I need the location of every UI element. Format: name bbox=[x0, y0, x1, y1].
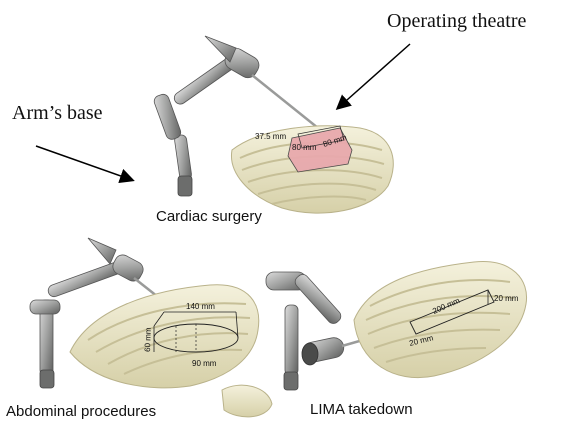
arms-base-arrow bbox=[36, 146, 132, 180]
lima-ribcage bbox=[354, 262, 527, 378]
abdominal-dim-3: 90 mm bbox=[192, 359, 217, 368]
cardiac-caption: Cardiac surgery bbox=[156, 208, 262, 225]
lima-caption: LIMA takedown bbox=[310, 401, 413, 418]
lima-dim-2: 20 mm bbox=[494, 294, 519, 303]
cardiac-dim-2: 80 mm bbox=[292, 143, 317, 152]
operating-theatre-arrow bbox=[338, 44, 410, 108]
abdominal-dim-1: 140 mm bbox=[186, 302, 215, 311]
arms-base-label: Arm’s base bbox=[12, 102, 103, 125]
abdominal-dim-2: 60 mm bbox=[143, 327, 153, 352]
abdominal-ribcage bbox=[70, 285, 272, 417]
cardiac-dim-1: 37.5 mm bbox=[255, 132, 286, 141]
operating-theatre-label: Operating theatre bbox=[387, 10, 526, 33]
abdominal-caption: Abdominal procedures bbox=[6, 403, 156, 420]
